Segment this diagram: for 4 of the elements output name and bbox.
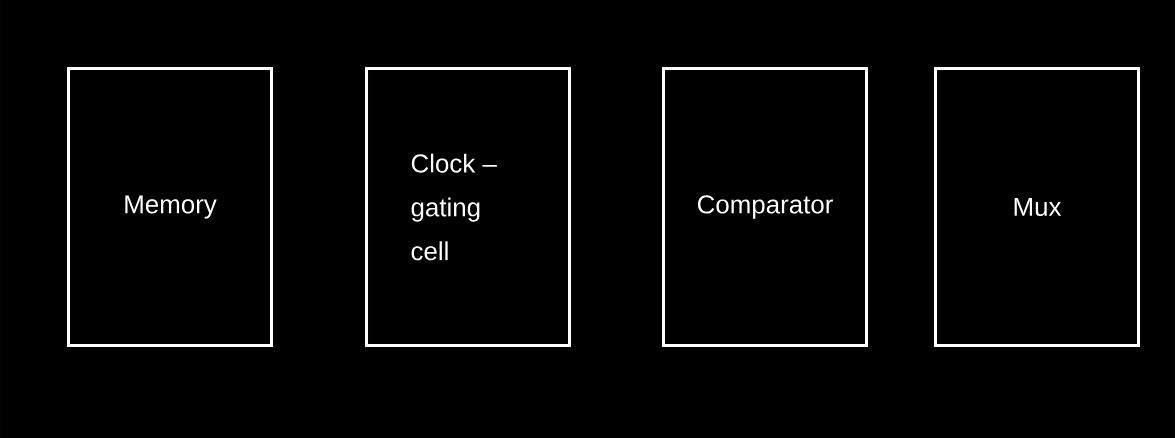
block-box: Memory [67, 67, 273, 347]
block-box: Mux [934, 67, 1140, 347]
block-box: Clock – gating cell [365, 67, 571, 347]
block-box: Comparator [662, 67, 868, 347]
